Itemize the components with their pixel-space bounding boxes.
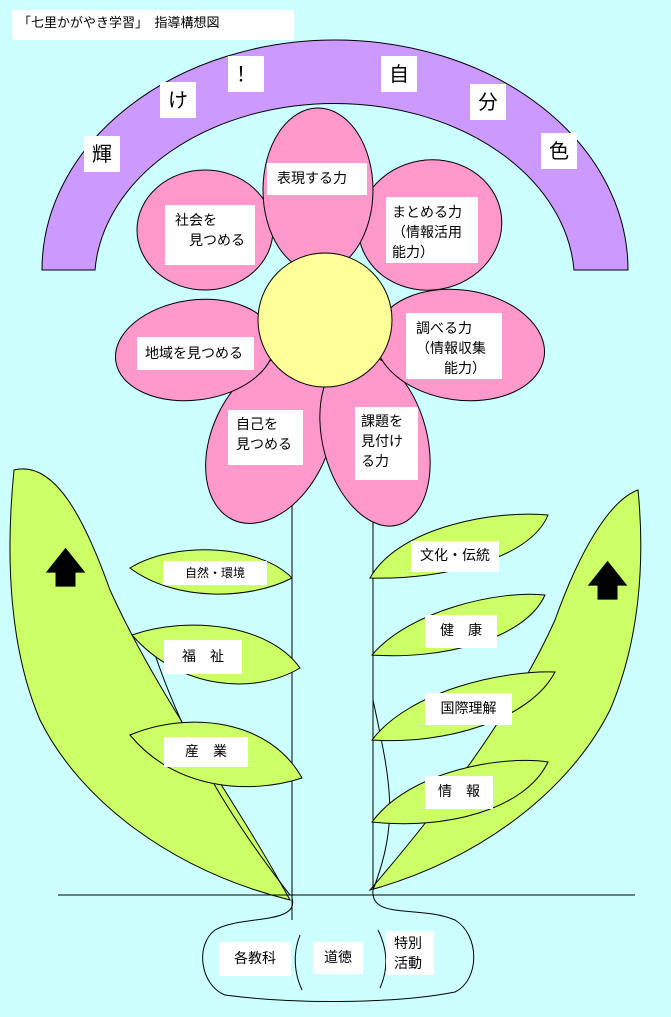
label-moral: 道徳 xyxy=(313,942,363,974)
leaf-big-left xyxy=(9,468,291,901)
stem-curve-right xyxy=(372,699,391,891)
label-hyogen: 表現する力 xyxy=(267,163,367,195)
leaf-big-right xyxy=(368,489,642,891)
label-shakai-line-1: 社会を xyxy=(175,213,217,229)
label-shirabe-line-3: 能力） xyxy=(444,361,486,377)
rainbow-char-5: 分 xyxy=(470,84,506,120)
rainbow-char-4: 自 xyxy=(381,56,417,92)
label-shakai: 社会を 見つめる xyxy=(165,205,255,265)
root-divider-2 xyxy=(377,929,387,989)
label-culture: 文化・伝統 xyxy=(411,541,499,572)
label-chiiki: 地域を見つめる xyxy=(137,337,254,370)
label-international: 国際理解 xyxy=(425,693,512,725)
label-matomeru: まとめる力 （情報活用 能力） xyxy=(386,197,478,263)
label-special-line-1: 特別 xyxy=(394,936,422,952)
label-shirabe: 調べる力 （情報収集 能力） xyxy=(406,313,502,379)
flower-center xyxy=(257,252,393,388)
label-subjects: 各教科 xyxy=(219,942,291,976)
label-matomeru-line-2: （情報活用 xyxy=(392,225,462,241)
label-info: 情 報 xyxy=(425,776,493,809)
label-nature: 自然・環境 xyxy=(163,561,267,585)
label-shirabe-line-2: （情報収集 xyxy=(416,341,486,357)
root-bulb xyxy=(202,889,475,1002)
label-kadai-line-2: 見付け xyxy=(361,434,403,450)
label-special: 特別 活動 xyxy=(386,931,434,975)
label-jiko-line-1: 自己を xyxy=(236,417,278,433)
label-kadai-line-3: る力 xyxy=(361,454,389,470)
rainbow-char-1: 輝 xyxy=(84,136,120,172)
label-jiko-line-2: 見つめる xyxy=(236,437,292,453)
label-shirabe-line-1: 調べる力 xyxy=(416,321,472,337)
label-matomeru-line-3: 能力） xyxy=(392,245,434,261)
label-kadai: 課題を 見付け る力 xyxy=(355,407,418,480)
rainbow-char-3: ！ xyxy=(228,56,264,92)
label-health: 健 康 xyxy=(425,615,497,648)
page-title: 「七里かがやき学習」 指導構想図 xyxy=(12,10,294,40)
label-special-line-2: 活動 xyxy=(394,956,422,972)
up-arrow-icon: 🡅 xyxy=(45,545,87,591)
label-kadai-line-1: 課題を xyxy=(361,414,403,430)
root-divider-1 xyxy=(294,934,303,991)
rainbow-char-2: け xyxy=(160,82,196,118)
label-welfare: 福 祉 xyxy=(164,640,242,674)
up-arrow-icon: 🡅 xyxy=(587,558,629,604)
rainbow-char-6: 色 xyxy=(541,133,577,169)
label-shakai-line-2: 見つめる xyxy=(189,233,245,249)
label-jiko: 自己を 見つめる xyxy=(228,410,303,465)
label-industry: 産 業 xyxy=(164,737,248,767)
label-matomeru-line-1: まとめる力 xyxy=(392,205,462,221)
